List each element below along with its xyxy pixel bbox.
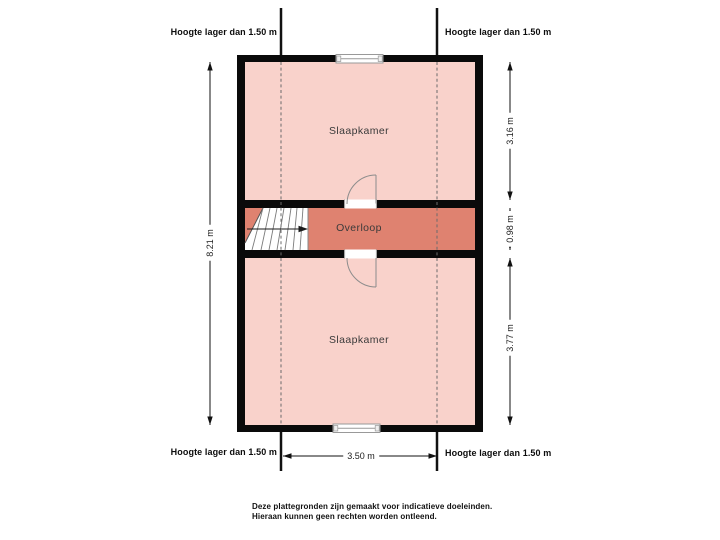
room-label-bedroom-bottom: Slaapkamer xyxy=(328,334,390,346)
dimension-label-landing: 0.98 m xyxy=(504,211,516,247)
height-note-top-right: Hoogte lager dan 1.50 m xyxy=(445,27,552,37)
height-note-top-left: Hoogte lager dan 1.50 m xyxy=(170,27,277,37)
door-lower xyxy=(346,257,377,288)
window-top xyxy=(335,54,384,64)
height-note-bottom-left: Hoogte lager dan 1.50 m xyxy=(170,447,277,457)
door-opening-lower xyxy=(344,249,377,259)
window-bottom xyxy=(332,423,381,433)
dimension-label-bottom-room: 3.77 m xyxy=(504,320,516,356)
stairs-diagonal xyxy=(244,207,264,244)
room-label-bedroom-top: Slaapkamer xyxy=(328,125,390,137)
height-note-bottom-right: Hoogte lager dan 1.50 m xyxy=(445,448,552,458)
dimension-label-top-room: 3.16 m xyxy=(504,113,516,149)
disclaimer: Deze plattegronden zijn gemaakt voor ind… xyxy=(252,502,492,522)
door-upper xyxy=(346,174,377,205)
dimension-label-overall-height: 8.21 m xyxy=(204,225,216,261)
stairs xyxy=(244,207,309,251)
disclaimer-line-1: Deze plattegronden zijn gemaakt voor ind… xyxy=(252,502,493,511)
door-opening-upper xyxy=(344,199,377,209)
stairs-direction-arrow-icon xyxy=(298,225,308,233)
disclaimer-line-2: Hieraan kunnen geen rechten worden ontle… xyxy=(252,512,437,521)
dimension-label-width: 3.50 m xyxy=(343,450,379,462)
room-label-landing: Overloop xyxy=(336,222,382,234)
